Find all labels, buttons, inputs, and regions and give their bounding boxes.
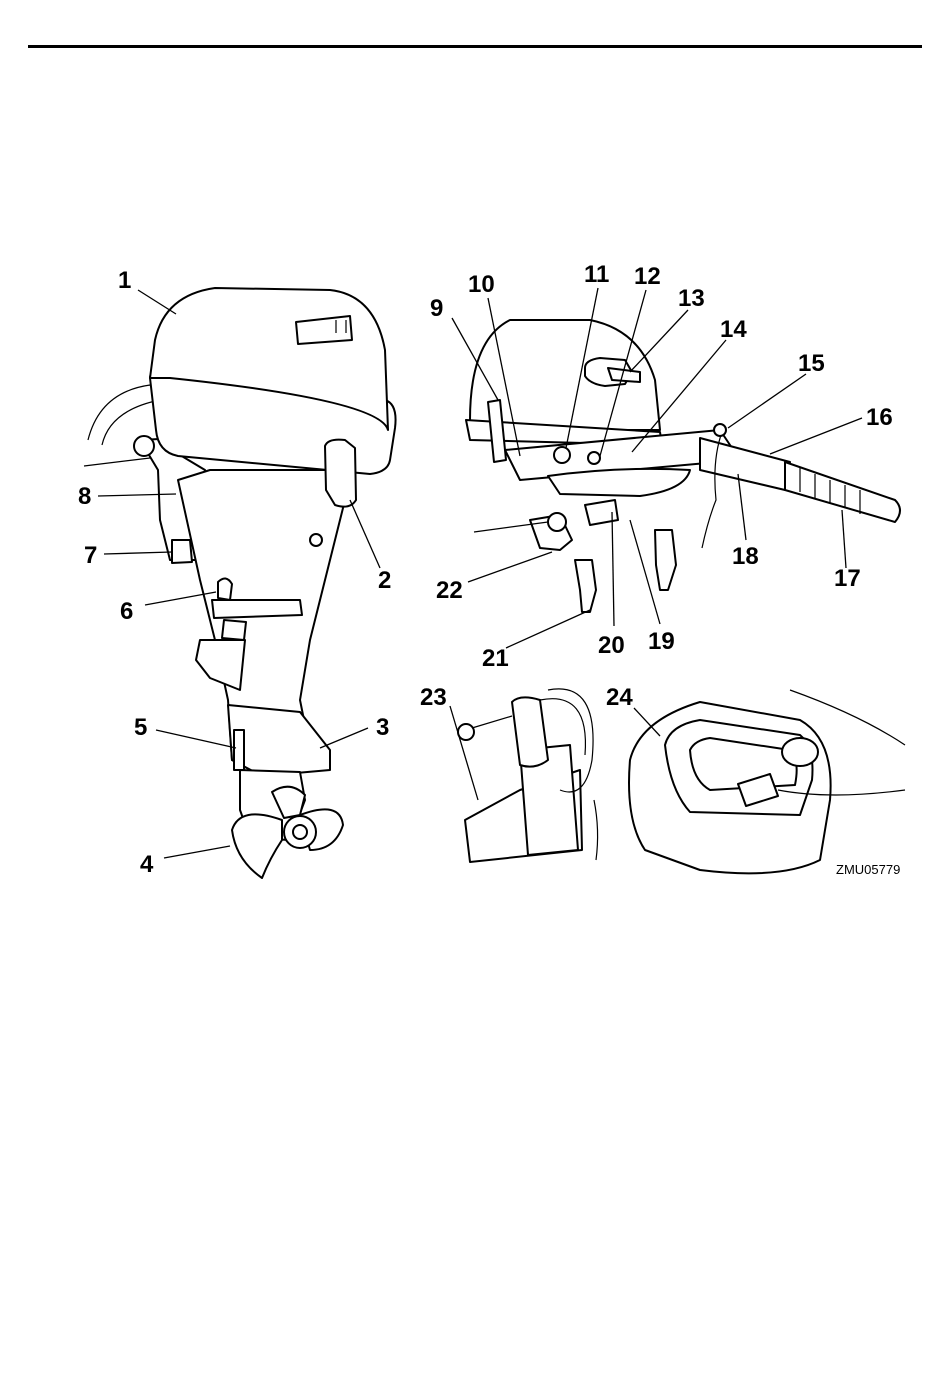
callout-1: 1 [118,267,131,294]
callout-12: 12 [634,263,661,290]
callout-3: 3 [376,714,389,741]
callout-17: 17 [834,565,861,592]
callout-22: 22 [436,577,463,604]
remote-control-illustration [458,689,598,862]
callout-6: 6 [120,598,133,625]
callout-20: 20 [598,632,625,659]
callout-24: 24 [606,684,633,711]
fuel-tank-illustration [629,690,905,873]
drawing-code: ZMU05779 [836,862,900,877]
callout-2: 2 [378,567,391,594]
callout-7: 7 [84,542,97,569]
callout-18: 18 [732,543,759,570]
callout-10: 10 [468,271,495,298]
outboard-motor-illustration [84,288,396,878]
callout-11: 11 [584,261,609,288]
callout-13: 13 [678,285,705,312]
callout-16: 16 [866,404,893,431]
callout-8: 8 [78,483,91,510]
callout-19: 19 [648,628,675,655]
callout-21: 21 [482,645,509,672]
callout-5: 5 [134,714,147,741]
callout-14: 14 [720,316,747,343]
callout-15: 15 [798,350,825,377]
callout-4: 4 [140,851,154,878]
callout-23: 23 [420,684,447,711]
callout-9: 9 [430,295,443,322]
